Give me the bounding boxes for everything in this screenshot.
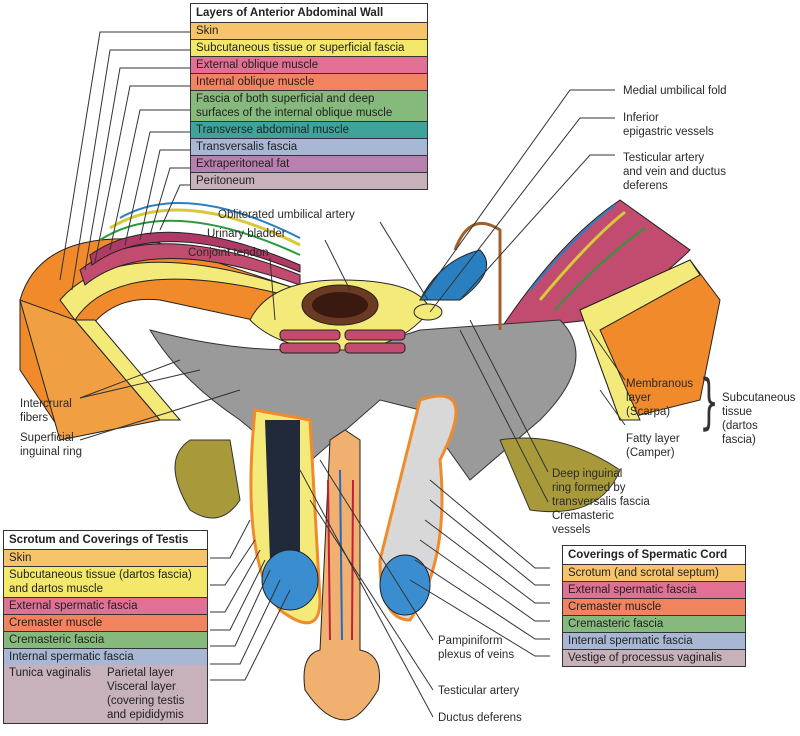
legend-row: Cremaster muscle <box>4 615 207 632</box>
legend-row: Cremasteric fascia <box>563 616 745 633</box>
legend-row: Skin <box>191 23 427 40</box>
legend-row: Vestige of processus vaginalis <box>563 650 745 666</box>
leader-lines <box>59 31 626 718</box>
label-deep-inguinal-ring: Deep inguinal ring formed by transversal… <box>552 468 650 508</box>
label-testicular-artery: Testicular artery <box>438 685 520 697</box>
label-intercrural-fibers: Intercrural fibers <box>20 398 72 424</box>
label-pampiniform-plexus: Pampiniform plexus of veins <box>438 635 515 661</box>
legend-title: Coverings of Spermatic Cord <box>563 546 745 565</box>
legend-spermatic-cord: Coverings of Spermatic Cord Scrotum (and… <box>562 545 746 667</box>
label-conjoint-tendon: Conjoint tendon <box>188 247 269 259</box>
legend-row: Subcutaneous tissue or superficial fasci… <box>191 40 427 57</box>
parietal-layer-label: Parietal layer <box>107 667 175 679</box>
legend-row: External spermatic fascia <box>4 598 207 615</box>
legend-title: Layers of Anterior Abdominal Wall <box>191 4 427 23</box>
legend-row: Fascia of both superficial and deep surf… <box>191 91 427 122</box>
visceral-layer-label: Visceral layer (covering testis and epid… <box>107 681 185 721</box>
scrotum <box>249 394 458 625</box>
legend-row: Internal oblique muscle <box>191 74 427 91</box>
legend-row: Subcutaneous tissue (dartos fascia) and … <box>4 567 207 598</box>
legend-row: Internal spermatic fascia <box>4 649 207 665</box>
legend-row: Internal spermatic fascia <box>563 633 745 650</box>
label-obliterated-umbilical-artery: Obliterated umbilical artery <box>218 209 355 221</box>
label-membranous-layer: Membranous layer (Scarpa) <box>626 378 694 418</box>
legend-row: Cremasteric fascia <box>4 632 207 649</box>
legend-row: Extraperitoneal fat <box>191 156 427 173</box>
right-abdominal-wall-layers <box>498 199 721 421</box>
left-abdominal-wall-layers <box>19 201 306 441</box>
legend-row: Transversalis fascia <box>191 139 427 156</box>
legend-row: External spermatic fascia <box>563 582 745 599</box>
legend-row: Skin <box>4 550 207 567</box>
left-thigh <box>174 439 241 519</box>
bladder-region <box>249 221 502 354</box>
tunica-label: Tunica vaginalis <box>9 667 92 679</box>
right-thigh <box>499 437 621 513</box>
legend-row: Transverse abdominal muscle <box>191 122 427 139</box>
label-medial-umbilical-fold: Medial umbilical fold <box>623 85 727 97</box>
label-superficial-inguinal-ring: Superficial inguinal ring <box>20 432 83 458</box>
legend-row: Peritoneum <box>191 173 427 189</box>
brace: } <box>699 367 719 437</box>
label-testicular-artery-vein-ductus: Testicular artery and vein and ductus de… <box>623 152 726 192</box>
label-subcutaneous-tissue: Subcutaneous tissue (dartos fascia) <box>722 392 796 446</box>
legend-title: Scrotum and Coverings of Testis <box>4 531 207 550</box>
label-cremasteric-vessels: Cremasteric vessels <box>552 510 614 536</box>
label-urinary-bladder: Urinary bladder <box>207 228 286 240</box>
label-fatty-layer: Fatty layer (Camper) <box>626 433 680 459</box>
legend-row: External oblique muscle <box>191 57 427 74</box>
legend-row: Cremaster muscle <box>563 599 745 616</box>
legend-row: Scrotum (and scrotal septum) <box>563 565 745 582</box>
label-ductus-deferens: Ductus deferens <box>438 712 522 724</box>
label-inferior-epigastric-vessels: Inferior epigastric vessels <box>623 112 714 138</box>
